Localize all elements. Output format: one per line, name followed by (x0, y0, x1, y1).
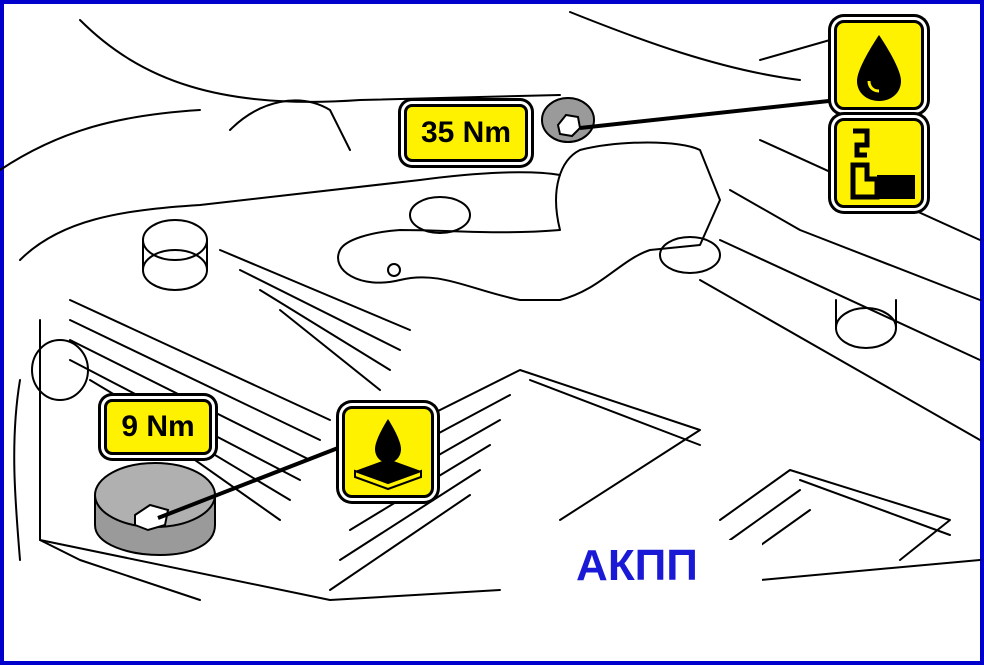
torque-label-9: 9 Nm (104, 399, 212, 455)
caption-label: АКПП (512, 540, 762, 592)
oil-drain-icon (342, 406, 434, 498)
oil-drop-icon (834, 20, 924, 110)
torque-label-35: 35 Nm (404, 104, 528, 162)
drain-plug (94, 462, 216, 557)
upper-bolt (541, 97, 595, 143)
oil-level-check-icon (834, 118, 924, 208)
